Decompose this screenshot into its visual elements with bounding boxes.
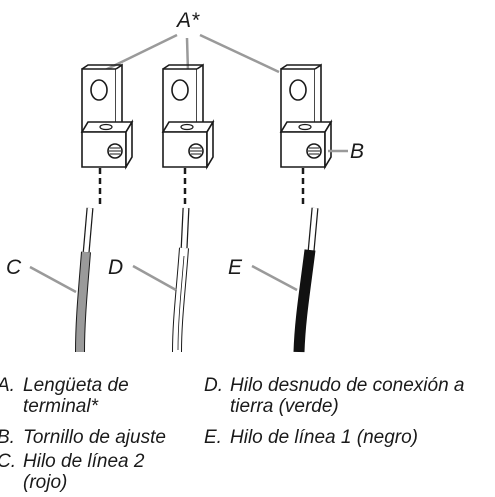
legend-letter: B. (0, 427, 15, 448)
leader-e (251, 264, 298, 292)
callout-d: D (108, 256, 123, 279)
legend-text: Hilo desnudo de conexión a (230, 375, 465, 396)
legend-letter: D. (204, 375, 223, 396)
callout-e: E (228, 256, 243, 279)
leader-a-left (100, 33, 178, 74)
legend-letter: A. (0, 375, 15, 396)
legend-letter: C. (0, 451, 16, 472)
legend-text: terminal* (23, 396, 98, 417)
legend-text: (rojo) (23, 472, 68, 493)
leader-c (29, 265, 77, 294)
legend-letter: E. (204, 427, 222, 448)
leader-a-right (199, 33, 280, 74)
leader-a-middle (185, 37, 190, 73)
callout-b: B (350, 140, 364, 163)
wire-e-black-line (293, 207, 319, 353)
legend-text: Hilo de línea 1 (negro) (230, 427, 418, 448)
wire-c-red-line (75, 207, 94, 353)
callout-a: A* (175, 9, 200, 32)
legend-text: tierra (verde) (230, 396, 339, 417)
wire-d-ground (172, 207, 190, 353)
legend-text: Lengüeta de (23, 375, 129, 396)
callout-c: C (6, 256, 22, 279)
legend-text: Hilo de línea 2 (23, 451, 145, 472)
leader-d (132, 264, 177, 292)
legend-text: Tornillo de ajuste (23, 427, 166, 448)
